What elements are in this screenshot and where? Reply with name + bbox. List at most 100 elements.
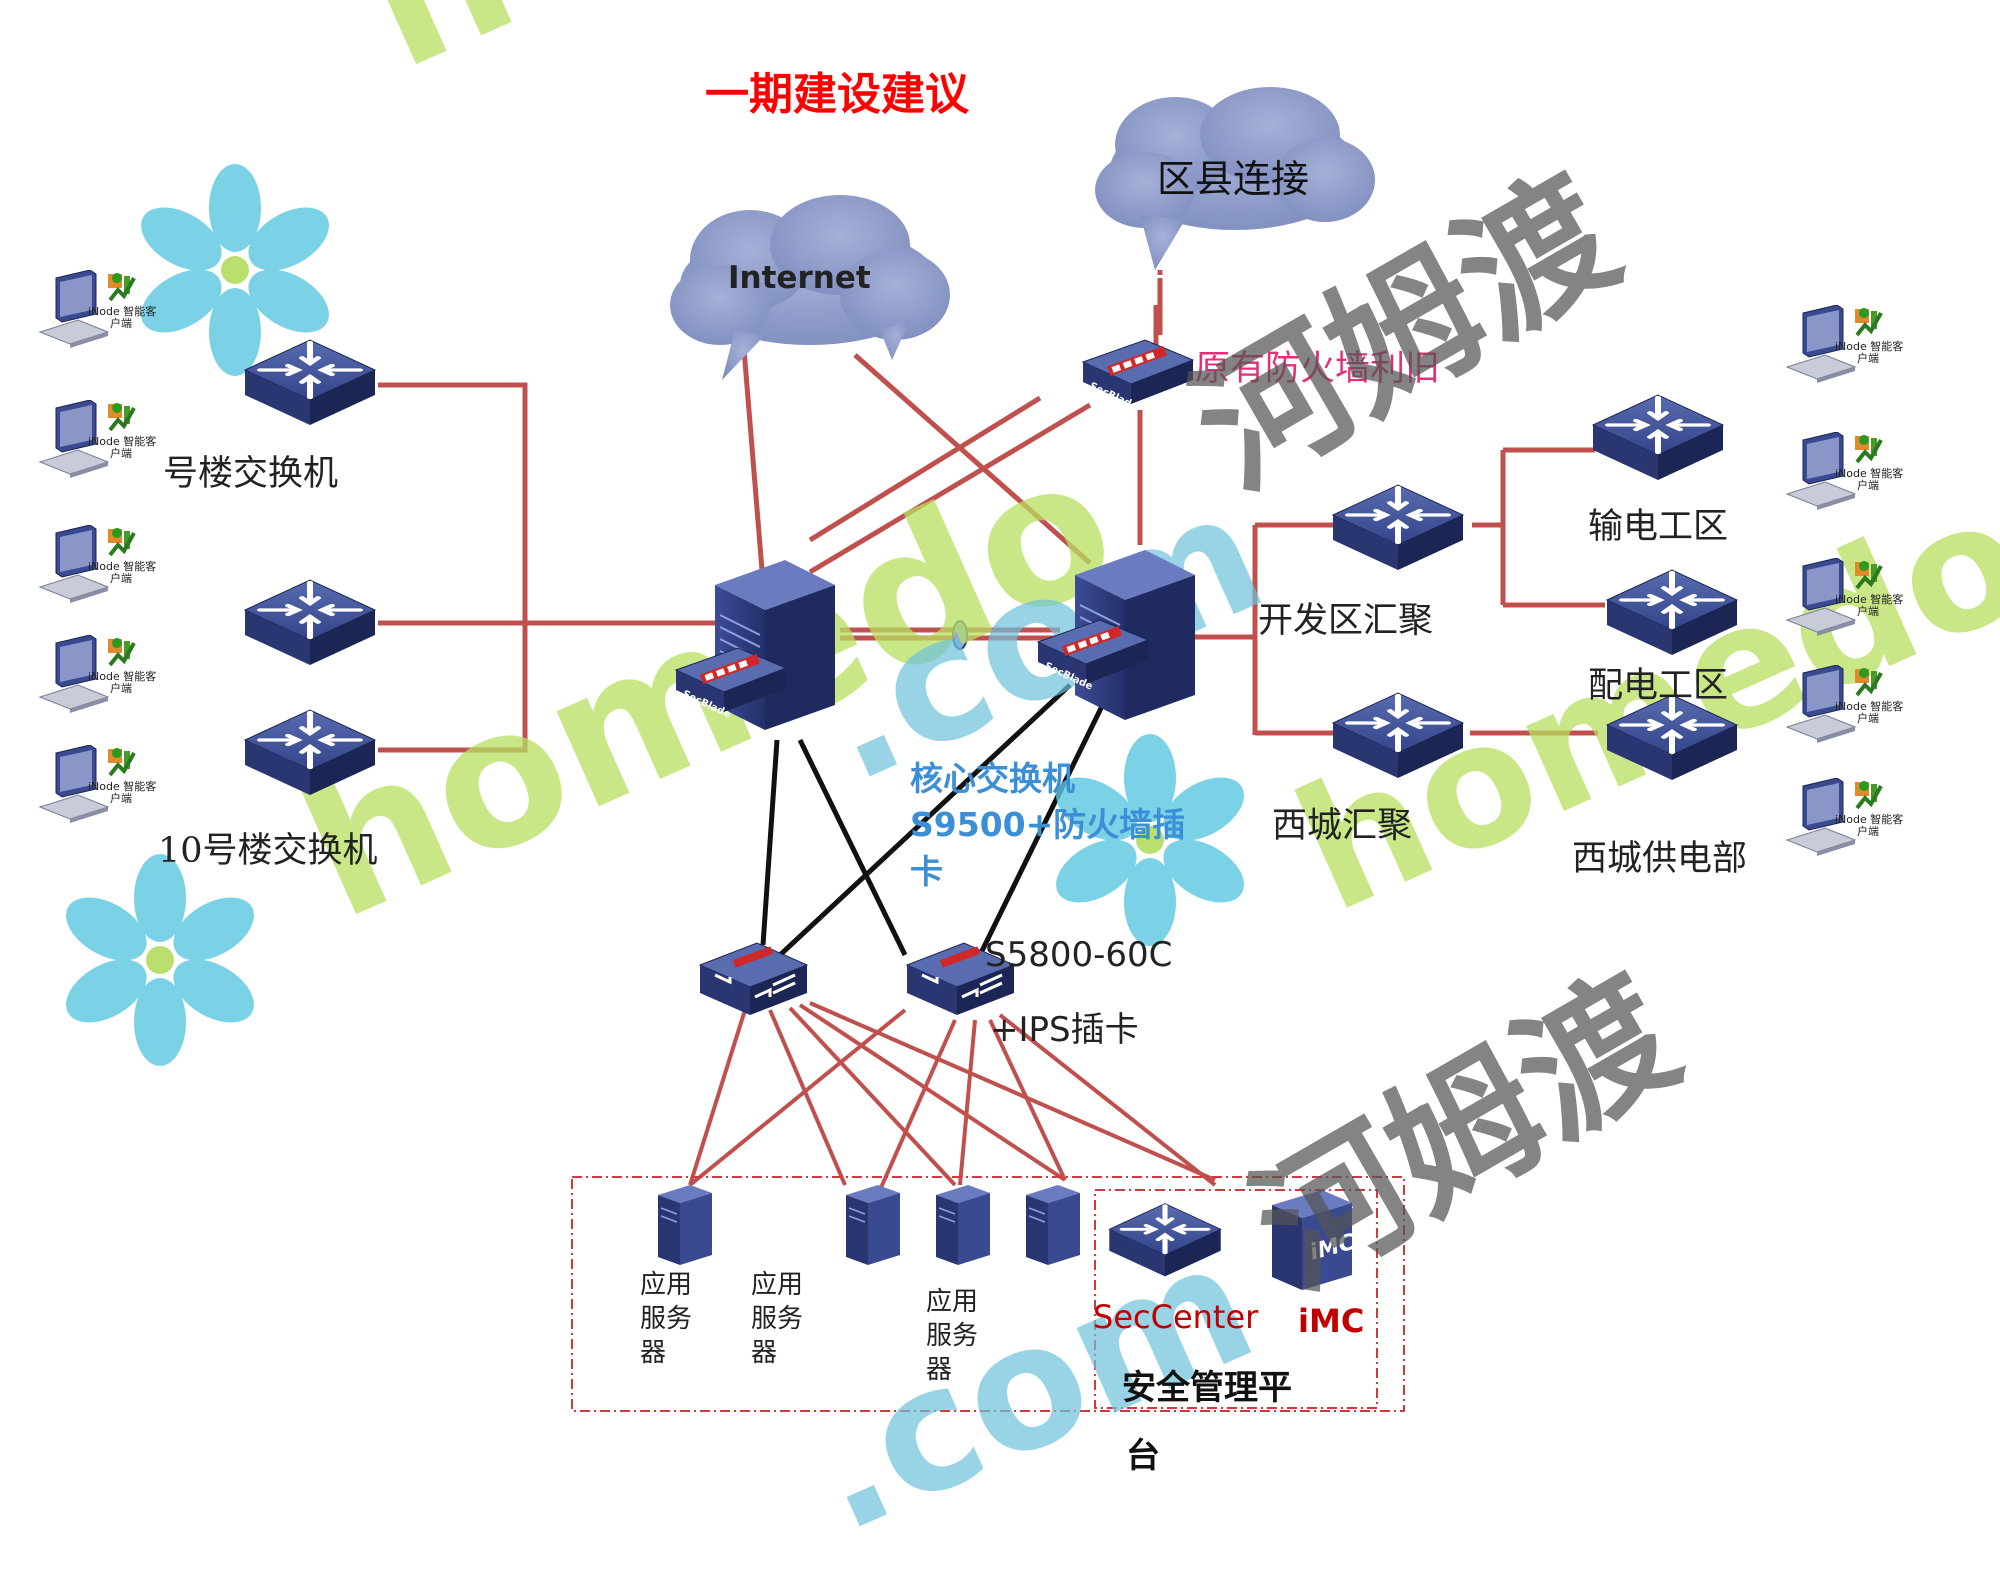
links-layer bbox=[378, 270, 1605, 1412]
client-caption: iNode 智能客户端 bbox=[1835, 468, 1903, 492]
watermark-flower-logos bbox=[66, 164, 1244, 1066]
core-label-line2: S9500+防火墙插 bbox=[910, 805, 1186, 844]
building-switch-1[interactable] bbox=[240, 330, 380, 440]
client-pc[interactable]: iNode 智能客户端 bbox=[1785, 431, 1915, 532]
server-zone-border bbox=[571, 1176, 1405, 1412]
seccenter-device[interactable] bbox=[1105, 1195, 1225, 1295]
app-server-3[interactable] bbox=[928, 1180, 998, 1270]
shudian-label: 输电工区 bbox=[1588, 507, 1729, 547]
distribution-switch-left[interactable] bbox=[695, 935, 810, 1025]
client-caption: iNode 智能客户端 bbox=[1835, 341, 1903, 365]
client-caption-line1: iNode 智能客 bbox=[1835, 593, 1904, 606]
client-caption-line2: 户端 bbox=[110, 447, 132, 460]
client-caption: iNode 智能客户端 bbox=[88, 671, 156, 695]
client-caption: iNode 智能客户端 bbox=[88, 436, 156, 460]
secblade-card-left[interactable]: SecBlade bbox=[668, 640, 793, 725]
client-pc[interactable]: iNode 智能客户端 bbox=[38, 269, 168, 370]
server-label-1-line1: 应用 bbox=[640, 1270, 693, 1300]
client-caption-line2: 户端 bbox=[1857, 479, 1879, 492]
client-caption: iNode 智能客户端 bbox=[88, 781, 156, 805]
client-caption: iNode 智能客户端 bbox=[88, 306, 156, 330]
core-red-links bbox=[737, 270, 1605, 736]
building-switch-middle[interactable] bbox=[240, 570, 380, 680]
peidian-switch[interactable] bbox=[1602, 560, 1742, 670]
mgmt-platform-label-line2: 台 bbox=[1126, 1436, 1160, 1476]
dist-switch-model-label: S5800-60C bbox=[985, 935, 1173, 975]
server-label-2-line1: 应用 bbox=[751, 1270, 804, 1300]
computer-icon bbox=[1785, 304, 1883, 383]
xicheng-aggregation-switch[interactable] bbox=[1328, 683, 1468, 793]
computer-icon bbox=[1785, 557, 1883, 636]
building-switch-10-label: 10号楼交换机 bbox=[158, 831, 378, 871]
computer-icon bbox=[38, 634, 136, 713]
client-caption-line1: iNode 智能客 bbox=[88, 435, 157, 448]
page-title: 一期建设建议 bbox=[705, 69, 969, 120]
app-server-1[interactable] bbox=[650, 1180, 720, 1270]
kaifa-aggregation-switch[interactable] bbox=[1328, 475, 1468, 585]
client-caption-line1: iNode 智能客 bbox=[1835, 700, 1904, 713]
computer-icon bbox=[1785, 777, 1883, 856]
client-caption-line2: 户端 bbox=[110, 792, 132, 805]
client-caption: iNode 智能客户端 bbox=[1835, 701, 1903, 725]
client-pc[interactable]: iNode 智能客户端 bbox=[38, 634, 168, 735]
client-caption: iNode 智能客户端 bbox=[1835, 594, 1903, 618]
client-caption-line2: 户端 bbox=[1857, 605, 1879, 618]
ips-card-label: +IPS插卡 bbox=[990, 1010, 1139, 1050]
building-switch-10[interactable] bbox=[240, 700, 380, 810]
app-server-4[interactable] bbox=[1018, 1180, 1088, 1270]
shudian-switch[interactable] bbox=[1588, 385, 1728, 495]
client-caption: iNode 智能客户端 bbox=[88, 561, 156, 585]
client-pc[interactable]: iNode 智能客户端 bbox=[1785, 664, 1915, 765]
computer-icon bbox=[38, 744, 136, 823]
client-pc[interactable]: iNode 智能客户端 bbox=[1785, 304, 1915, 405]
seccenter-label: SecCenter bbox=[1093, 1298, 1259, 1336]
server-label-3-line1: 应用 bbox=[926, 1287, 979, 1317]
server-label-1-line2: 服务 bbox=[640, 1304, 693, 1334]
mgmt-platform-label-line1: 安全管理平 bbox=[1122, 1368, 1292, 1408]
core-label-line1: 核心交换机 bbox=[910, 759, 1075, 798]
internet-cloud bbox=[670, 195, 950, 380]
client-caption-line1: iNode 智能客 bbox=[88, 305, 157, 318]
server-label-2-line3: 器 bbox=[751, 1338, 778, 1368]
client-caption-line1: iNode 智能客 bbox=[88, 560, 157, 573]
county-cloud bbox=[1095, 87, 1375, 270]
county-cloud-label: 区县连接 bbox=[1157, 157, 1310, 201]
xicheng-agg-label: 西城汇聚 bbox=[1272, 806, 1413, 846]
building-switch-1-label: 号楼交换机 bbox=[163, 454, 339, 494]
app-server-2[interactable] bbox=[838, 1180, 908, 1270]
secblade-card-right[interactable]: SecBlade bbox=[1030, 612, 1155, 697]
distribution-switch-right[interactable] bbox=[902, 935, 1017, 1025]
core-black-links bbox=[760, 683, 1108, 957]
network-diagram: homedo homedo .com homedo .com bbox=[38, 0, 2000, 1571]
peidian-label: 配电工区 bbox=[1588, 666, 1729, 706]
imc-server[interactable]: iMC bbox=[1262, 1185, 1362, 1295]
client-caption-line2: 户端 bbox=[1857, 352, 1879, 365]
client-caption-line2: 户端 bbox=[110, 572, 132, 585]
client-caption-line1: iNode 智能客 bbox=[88, 780, 157, 793]
link-aggregation-mark bbox=[952, 620, 968, 650]
core-label-line3: 卡 bbox=[910, 852, 943, 891]
client-caption: iNode 智能客户端 bbox=[1835, 814, 1903, 838]
client-caption-line1: iNode 智能客 bbox=[1835, 467, 1904, 480]
server-label-3: 应用 服务 器 bbox=[926, 1285, 978, 1387]
xicheng-supply-switch[interactable] bbox=[1602, 685, 1742, 795]
left-bus-links bbox=[378, 382, 730, 753]
server-red-links bbox=[688, 1001, 1217, 1191]
computer-icon bbox=[1785, 664, 1883, 743]
server-label-1: 应用 服务 器 bbox=[640, 1268, 692, 1370]
client-pc[interactable]: iNode 智能客户端 bbox=[1785, 777, 1915, 878]
server-label-3-line2: 服务 bbox=[926, 1321, 979, 1351]
client-pc[interactable]: iNode 智能客户端 bbox=[38, 399, 168, 500]
server-label-2-line2: 服务 bbox=[751, 1304, 804, 1334]
internet-cloud-label: Internet bbox=[728, 260, 871, 296]
client-pc[interactable]: iNode 智能客户端 bbox=[1785, 557, 1915, 658]
old-firewall[interactable]: SecBlade bbox=[1075, 332, 1200, 417]
client-caption-line2: 户端 bbox=[1857, 825, 1879, 838]
client-pc[interactable]: iNode 智能客户端 bbox=[38, 524, 168, 625]
client-pc[interactable]: iNode 智能客户端 bbox=[38, 744, 168, 845]
client-caption-line2: 户端 bbox=[110, 682, 132, 695]
xicheng-supply-label: 西城供电部 bbox=[1572, 839, 1748, 879]
server-label-1-line3: 器 bbox=[640, 1338, 667, 1368]
client-caption-line1: iNode 智能客 bbox=[1835, 340, 1904, 353]
computer-icon bbox=[38, 269, 136, 348]
